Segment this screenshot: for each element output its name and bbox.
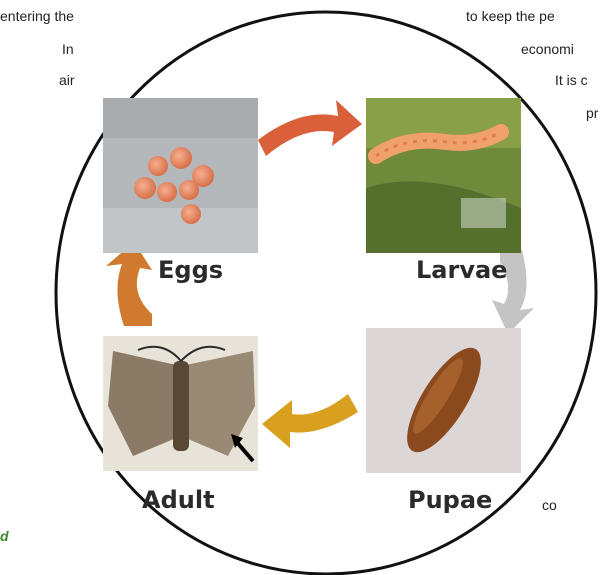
adult-image: [103, 336, 258, 491]
adult-label: Adult: [142, 486, 215, 514]
pupae-image: [366, 328, 521, 483]
eggs-label: Eggs: [158, 256, 223, 284]
pupae-label: Pupae: [408, 486, 492, 514]
eggs-image: [103, 98, 258, 253]
larvae-image: [366, 98, 521, 253]
larvae-label: Larvae: [416, 256, 507, 284]
